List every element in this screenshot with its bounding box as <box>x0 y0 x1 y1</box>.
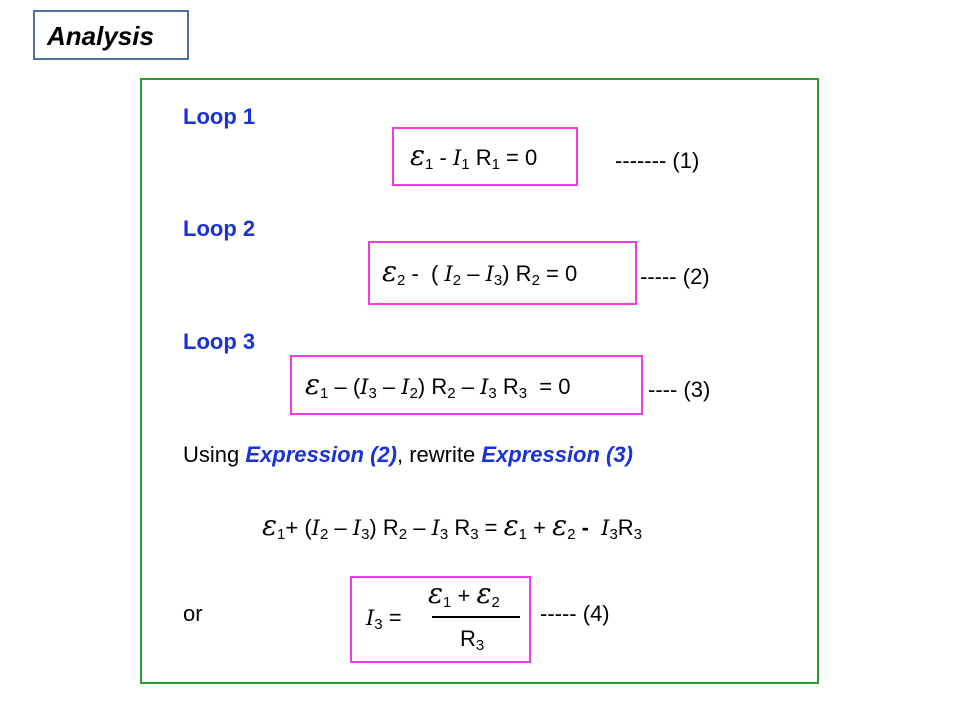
equation-3-label: ---- (3) <box>648 377 711 402</box>
rewrite-sentence: Using Expression (2), rewrite Expression… <box>183 442 633 468</box>
content-panel <box>140 78 819 684</box>
equation-3-box <box>290 355 643 415</box>
expression-3-ref: Expression (3) <box>481 442 633 467</box>
equation-4-label: ----- (4) <box>540 601 610 626</box>
equation-3: ε1 – (I3 – I2) R2 – I3 R3 = 0 <box>305 368 571 402</box>
slide-title: Analysis <box>47 21 154 51</box>
equation-1-box <box>392 127 578 186</box>
combined-expression: ε1+ (I2 – I3) R2 – I3 R3 = ε1 + ε2 - I3R… <box>262 509 643 543</box>
equation-2-label: ----- (2) <box>640 264 710 289</box>
equation-4-box <box>350 576 531 663</box>
or-text: or <box>183 601 203 626</box>
loop3-heading: Loop 3 <box>183 329 256 354</box>
equation-1: ε1 - I1 R1 = 0 <box>410 139 538 173</box>
equation-2: ε2 - ( I2 – I3) R2 = 0 <box>382 255 578 289</box>
loop1-heading: Loop 1 <box>183 104 256 129</box>
expression-2-ref: Expression (2) <box>245 442 397 467</box>
sentence-part1: Using <box>183 442 246 467</box>
equation-4-denominator: R3 <box>460 626 485 654</box>
fraction-bar <box>432 616 520 618</box>
equation-2-box <box>368 241 637 305</box>
sentence-part2: , rewrite <box>396 442 482 467</box>
equation-1-label: ------- (1) <box>615 148 700 173</box>
loop2-heading: Loop 2 <box>183 216 256 241</box>
equation-4-lhs: I3 = <box>366 605 402 633</box>
title-box: Analysis <box>33 10 189 60</box>
equation-4-numerator: ε1 + ε2 <box>428 577 500 611</box>
